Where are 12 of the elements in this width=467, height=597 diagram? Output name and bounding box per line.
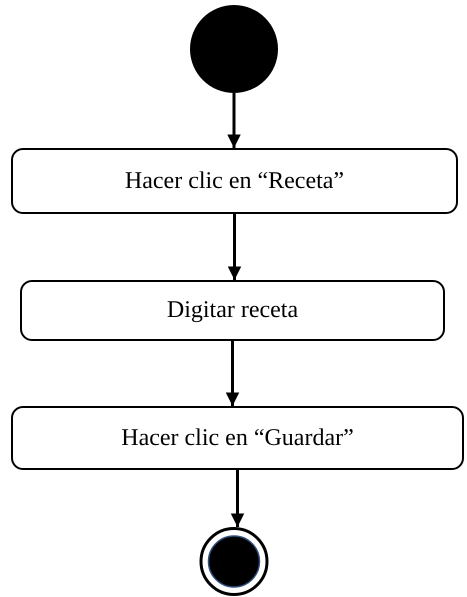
end-node: [197, 527, 271, 596]
arrow: [228, 214, 242, 280]
arrow: [227, 93, 241, 148]
action-box: [20, 280, 445, 341]
action-label: Hacer clic en “Receta”: [124, 168, 344, 194]
action-box: [11, 148, 458, 214]
action-label: Digitar receta: [166, 297, 298, 324]
start-node: [190, 5, 278, 93]
action-label: Hacer clic en “Guardar”: [121, 424, 354, 452]
arrow: [230, 470, 244, 527]
action-box: [11, 406, 464, 470]
arrow: [226, 341, 240, 406]
